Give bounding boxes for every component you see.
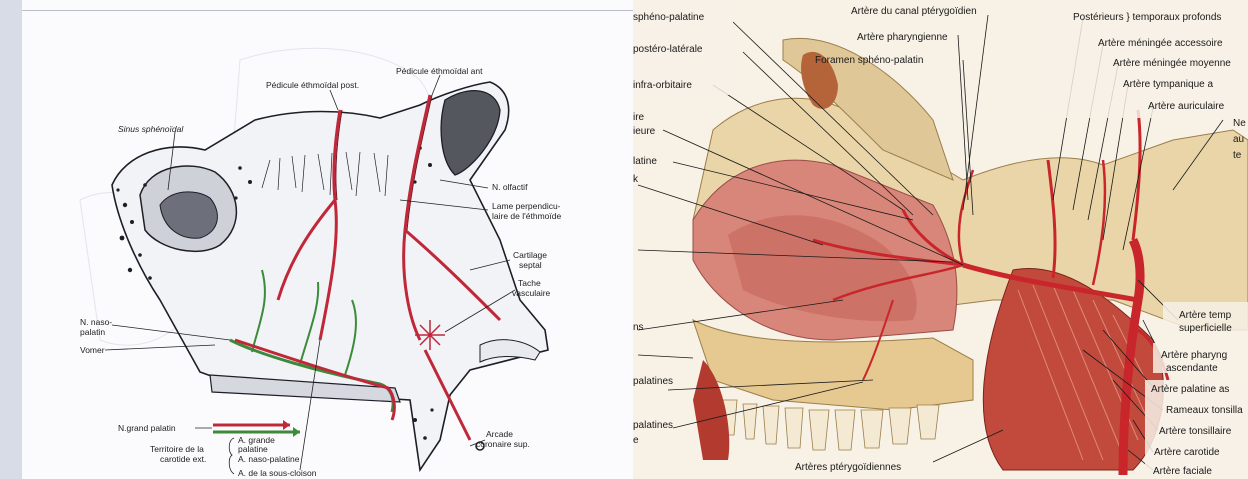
- label-auriculaire: Artère auriculaire: [1148, 101, 1225, 112]
- label-tympanique: Artère tympanique a: [1123, 79, 1213, 90]
- label-pedicule-post: Pédicule éthmoïdal post.: [266, 80, 359, 90]
- label-palatines-1: palatines: [633, 376, 673, 387]
- label-te: te: [1233, 150, 1242, 161]
- label-rameaux-tonsillaires: Rameaux tonsilla: [1166, 405, 1243, 416]
- label-ire: ire: [633, 112, 645, 123]
- label-tache-line-2: vasculaire: [512, 288, 551, 298]
- label-sinus-sphenoidal: Sinus sphénoïdal: [118, 124, 184, 134]
- septum-illustration: Pédicule éthmoïdal post. Pédicule éthmoï…: [0, 0, 633, 479]
- label-pedicule-ant: Pédicule éthmoïdal ant: [396, 66, 483, 76]
- label-n-grand-palatin: N.grand palatin: [118, 423, 176, 433]
- label-au: au: [1233, 134, 1244, 145]
- label-palatines-2: palatines: [633, 420, 673, 431]
- label-spheno-palatine: sphéno-palatine: [633, 12, 705, 23]
- label-arcade-line-1: Arcade: [486, 429, 513, 439]
- label-artere-tonsillaire: Artère tonsillaire: [1159, 426, 1232, 437]
- label-palatine-ascendante: Artère palatine as: [1151, 384, 1229, 395]
- label-arcade-line-2: coronaire sup.: [476, 439, 530, 449]
- frontal-sinus: [441, 91, 500, 175]
- label-a-sous-cloison: A. de la sous-cloison: [238, 468, 317, 478]
- label-ieure: ieure: [633, 126, 656, 137]
- label-latine: latine: [633, 156, 657, 167]
- label-temporale-line-2: superficielle: [1179, 323, 1232, 334]
- label-cartilage-line-2: septal: [519, 260, 542, 270]
- label-artere-pharyngienne: Artère pharyngienne: [857, 32, 948, 43]
- label-posterieurs-temporaux: Postérieurs } temporaux profonds: [1073, 12, 1221, 23]
- label-foramen-spheno-palatin: Foramen sphéno-palatin: [815, 55, 923, 66]
- territory-brace: [229, 438, 234, 474]
- label-vomer: Vomer: [80, 345, 105, 355]
- label-infra-orbitaire: infra-orbitaire: [633, 80, 692, 91]
- label-lame-line-1: Lame perpendicu-: [492, 201, 561, 211]
- label-territoire-line-2: carotide ext.: [160, 454, 206, 464]
- label-artere-faciale: Artère faciale: [1153, 466, 1212, 477]
- label-pharyngee-line-2: ascendante: [1166, 363, 1218, 374]
- page-rule: [22, 10, 633, 11]
- arterial-anatomy-panel: sphéno-palatine postéro-latérale infra-o…: [633, 0, 1248, 479]
- label-lame-line-2: laire de l'éthmoïde: [492, 211, 561, 221]
- septum-diagram-panel: Pédicule éthmoïdal post. Pédicule éthmoï…: [0, 0, 633, 479]
- label-k: k: [633, 174, 639, 185]
- label-ns: ns: [633, 322, 644, 333]
- label-postero-laterale: postéro-latérale: [633, 44, 703, 55]
- label-tache-line-1: Tache: [518, 278, 541, 288]
- label-ne: Ne: [1233, 118, 1246, 129]
- label-meningee-accessoire: Artère méningée accessoire: [1098, 38, 1223, 49]
- label-canal-pterygoidien: Artère du canal ptérygoïdien: [851, 6, 977, 17]
- label-arteres-pterygoidiennes: Artères ptérygoïdiennes: [795, 462, 901, 473]
- label-meningee-moyenne: Artère méningée moyenne: [1113, 58, 1231, 69]
- label-territoire-line-1: Territoire de la: [150, 444, 204, 454]
- label-a-naso-palatine: A. naso-palatine: [238, 454, 300, 464]
- label-artere-carotide: Artère carotide: [1154, 447, 1220, 458]
- label-a-grande-line-2: palatine: [238, 444, 268, 454]
- label-n-olfactif: N. olfactif: [492, 182, 528, 192]
- label-cartilage-line-1: Cartilage: [513, 250, 547, 260]
- label-pharyngee-line-1: Artère pharyng: [1161, 350, 1227, 361]
- label-naso-line-1: N. naso-: [80, 317, 112, 327]
- label-e: e: [633, 435, 639, 446]
- label-temporale-line-1: Artère temp: [1179, 310, 1232, 321]
- label-naso-line-2: palatin: [80, 327, 105, 337]
- arterial-illustration: sphéno-palatine postéro-latérale infra-o…: [633, 0, 1248, 479]
- scan-edge-strip: [0, 0, 22, 479]
